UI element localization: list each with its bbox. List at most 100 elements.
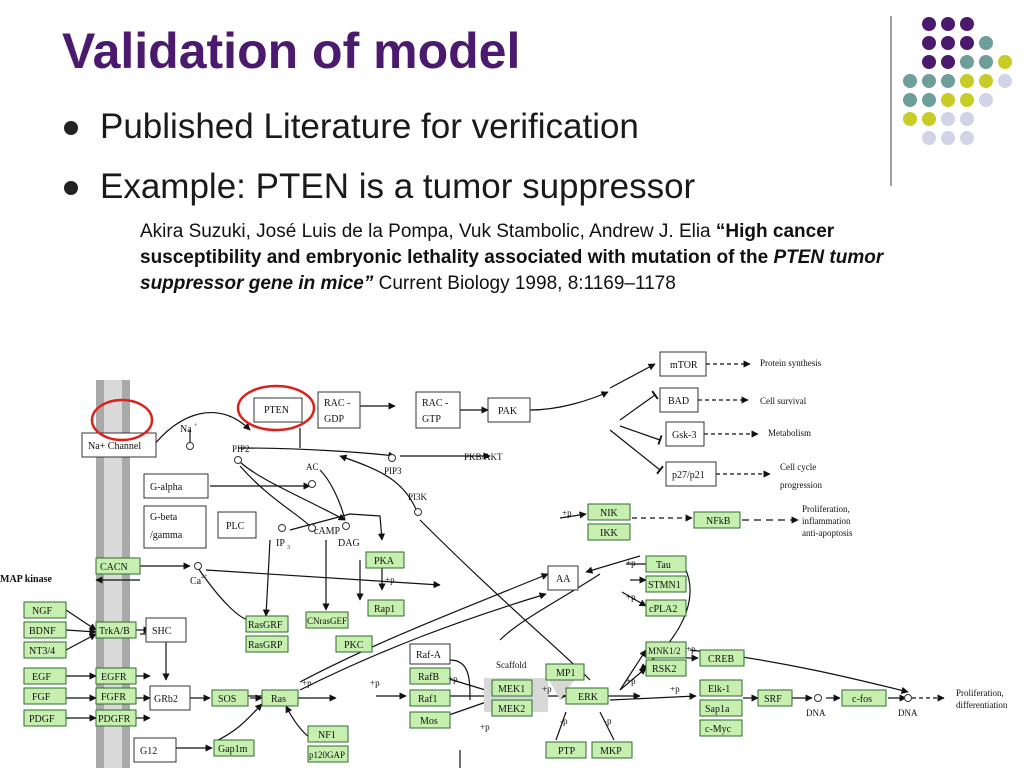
svg-text:PDGF: PDGF (29, 714, 55, 725)
label-dna-2: DNA (898, 708, 918, 718)
citation-title: “High cancer susceptibility and embryoni… (140, 221, 884, 294)
label-pi3k: PI3K (408, 492, 428, 502)
node-sap1a: Sap1a (699, 699, 743, 717)
node-mek2: MEK2 (491, 699, 533, 717)
node-srf: SRF (757, 689, 793, 707)
citation-title-italic: PTEN tumor suppressor gene in mice” (140, 247, 884, 294)
node-rap1: Rap1 (367, 599, 405, 617)
na-ion-node (186, 442, 194, 450)
label-cpla2-p: +p (626, 592, 636, 602)
label-ptp-p: -p (560, 716, 568, 726)
decorative-dot (960, 17, 974, 31)
decorative-dot (903, 112, 917, 126)
pathway-nodes: mTOR Protein synthesis BAD Cell survival… (0, 351, 1008, 763)
svg-text:NF1: NF1 (318, 730, 336, 741)
bullet-item: Example: PTEN is a tumor suppressor (62, 164, 695, 224)
svg-text:MNK1/2: MNK1/2 (648, 646, 681, 656)
decorative-dot (960, 74, 974, 88)
label-raf-p: +p (370, 678, 380, 688)
decorative-dot (960, 36, 974, 50)
node-rac-gdp: RAC -GDP (317, 391, 361, 429)
svg-text:CNrasGEF: CNrasGEF (307, 616, 347, 626)
svg-text:BDNF: BDNF (29, 626, 56, 637)
bullet-text: Published Literature for verification (100, 107, 639, 146)
node-nfkb: NFkB (693, 511, 741, 529)
svg-text:NFkB: NFkB (706, 516, 731, 527)
svg-text:MP1: MP1 (556, 668, 575, 679)
node-g-beta-gamma: G-beta/gamma (143, 505, 207, 549)
node-rasgrf: RasGRF (245, 615, 289, 633)
svg-text:IKK: IKK (600, 528, 619, 539)
node-p27-p21: p27/p21 (665, 461, 717, 487)
svg-text:G-alpha: G-alpha (150, 482, 183, 493)
decorative-dot (922, 93, 936, 107)
svg-text:Rap1: Rap1 (374, 604, 395, 615)
node-bad: BAD (659, 387, 699, 413)
svg-text:RSK2: RSK2 (652, 664, 676, 675)
svg-text:NT3/4: NT3/4 (29, 646, 55, 657)
decorative-dot (941, 55, 955, 69)
decorative-dot (922, 17, 936, 31)
camp-node (308, 524, 316, 532)
citation-journal: Current Biology 1998, 8:1169–1178 (373, 273, 676, 294)
node-pkc: PKC (335, 635, 373, 653)
label-map-kinase: MAP kinase (0, 574, 53, 585)
decorative-dot (960, 112, 974, 126)
svg-text:Raf1: Raf1 (418, 694, 437, 705)
svg-text:Mos: Mos (420, 716, 438, 727)
label-pkb-akt: PKB/AKT (464, 452, 503, 462)
dag-node (342, 522, 350, 530)
svg-text:PLC: PLC (226, 521, 245, 532)
svg-text:PKA: PKA (374, 556, 395, 567)
svg-text:PTP: PTP (558, 746, 576, 757)
label-mkp-p: -p (604, 716, 612, 726)
pten-pathway-diagram: mTOR Protein synthesis BAD Cell survival… (0, 351, 1008, 768)
label-erk-p: +p (542, 684, 552, 694)
svg-text:GTP: GTP (422, 414, 441, 425)
svg-text:Sap1a: Sap1a (705, 704, 730, 715)
svg-text:cPLA2: cPLA2 (649, 604, 677, 615)
svg-text:Gap1m: Gap1m (218, 744, 248, 755)
pip2-node (234, 456, 242, 464)
svg-text:BAD: BAD (668, 396, 689, 407)
pip3-node (388, 454, 396, 462)
svg-text:PKC: PKC (344, 640, 364, 651)
node-pka: PKA (365, 551, 405, 569)
label-pip3: PIP3 (384, 466, 402, 476)
label-dna-1: DNA (806, 708, 826, 718)
decorative-dot (922, 74, 936, 88)
node-pak: PAK (487, 397, 531, 423)
node-mtor: mTOR (659, 351, 707, 377)
node-rsk2: RSK2 (645, 659, 687, 677)
node-trka: TrkA/B (95, 621, 137, 639)
svg-text:/gamma: /gamma (150, 530, 183, 541)
bullet-item: Published Literature for verification (62, 104, 695, 164)
svg-text:CREB: CREB (708, 654, 734, 665)
node-mkp: MKP (591, 741, 633, 759)
svg-text:EGFR: EGFR (101, 672, 127, 683)
label-cell-cycle-2: progression (780, 480, 822, 490)
node-ikk: IKK (587, 523, 631, 541)
svg-text:RAC -: RAC - (422, 398, 448, 409)
node-pten: PTEN (253, 397, 303, 423)
svg-text:PDGFR: PDGFR (98, 714, 131, 725)
node-cnrasgef: CNrasGEF (305, 611, 349, 629)
decorative-dot (922, 55, 936, 69)
svg-text:p120GAP: p120GAP (309, 750, 345, 760)
node-mos: Mos (409, 711, 451, 729)
decorative-dot (922, 36, 936, 50)
decorative-dot (960, 55, 974, 69)
node-grb2: GRb2 (149, 685, 191, 711)
label-camp: cAMP (314, 526, 341, 537)
node-plc: PLC (217, 511, 257, 539)
svg-text:FGFR: FGFR (101, 692, 126, 703)
label-mos-p: +p (480, 722, 490, 732)
svg-text:PTEN: PTEN (264, 405, 289, 416)
label-ip3-sub: 3 (287, 545, 290, 551)
ip3-node (278, 524, 286, 532)
label-creb-p: +p (686, 644, 696, 654)
label-ip3: IP (276, 538, 285, 549)
svg-text:SHC: SHC (152, 626, 172, 637)
svg-text:GDP: GDP (324, 414, 344, 425)
node-cmyc: c-Myc (699, 719, 743, 737)
